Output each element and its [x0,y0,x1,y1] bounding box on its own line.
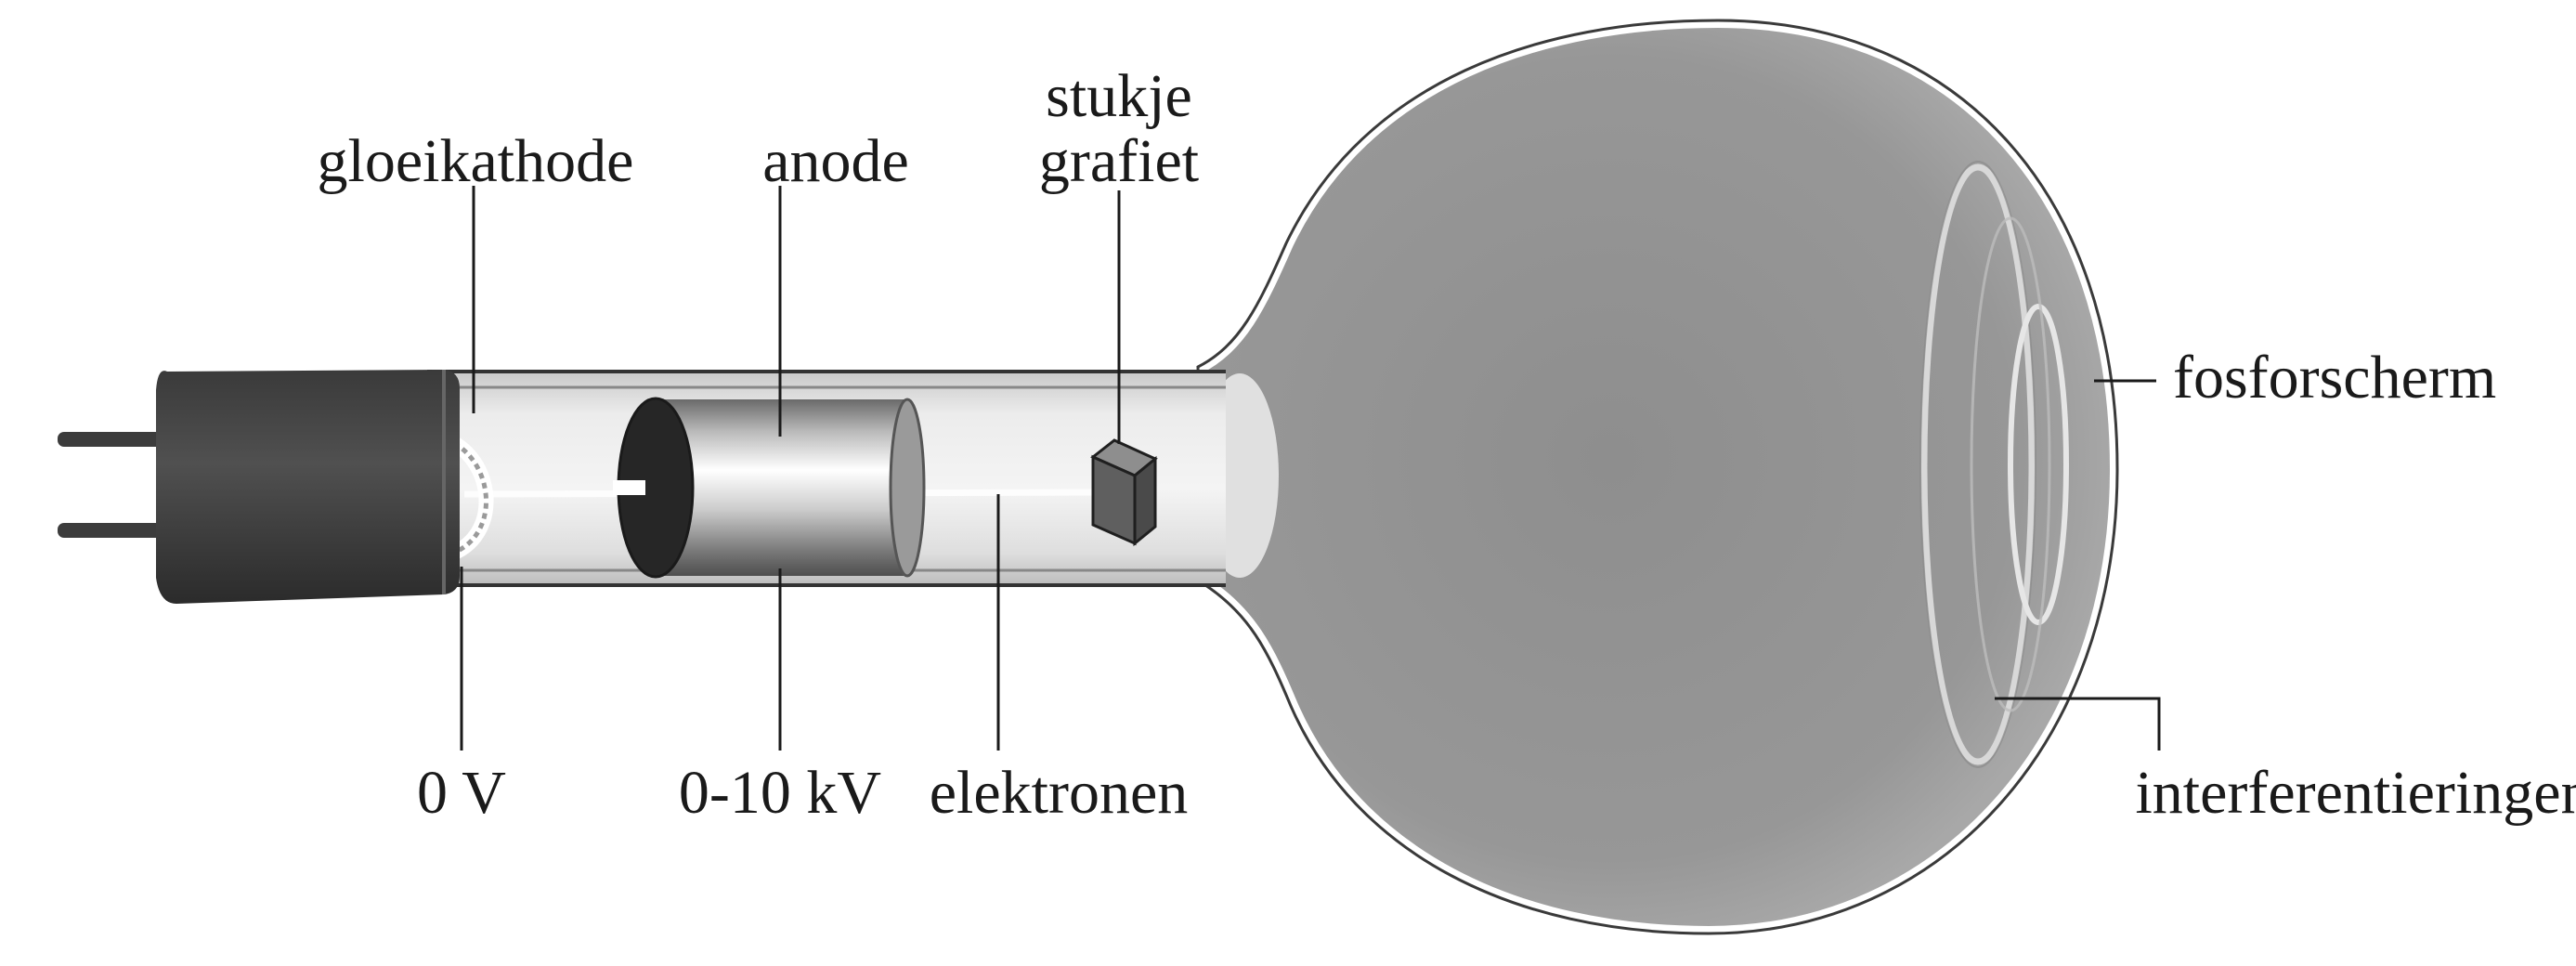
label-anode-voltage: 0-10 kV [679,759,881,827]
phosphor-screen [1919,161,2036,768]
graphite-piece [1090,438,1158,547]
leader-lines [460,186,2161,751]
label-stukje: stukje [1046,62,1192,130]
interference-rings [1970,216,2069,712]
label-elektronen: elektronen [930,759,1189,827]
label-0v: 0 V [417,759,506,827]
label-gloeikathode: gloeikathode [318,127,634,195]
label-fosforscherm: fosforscherm [2173,344,2496,411]
label-grafiet: grafiet [1039,127,1199,195]
cathode-socket [58,370,460,604]
anode-cylinder [613,397,926,579]
leader-interferentieringen [1995,697,2161,751]
label-anode: anode [762,127,909,195]
label-interferentieringen: interferentieringen [2135,759,2576,827]
glass-bulb [1190,12,2126,942]
